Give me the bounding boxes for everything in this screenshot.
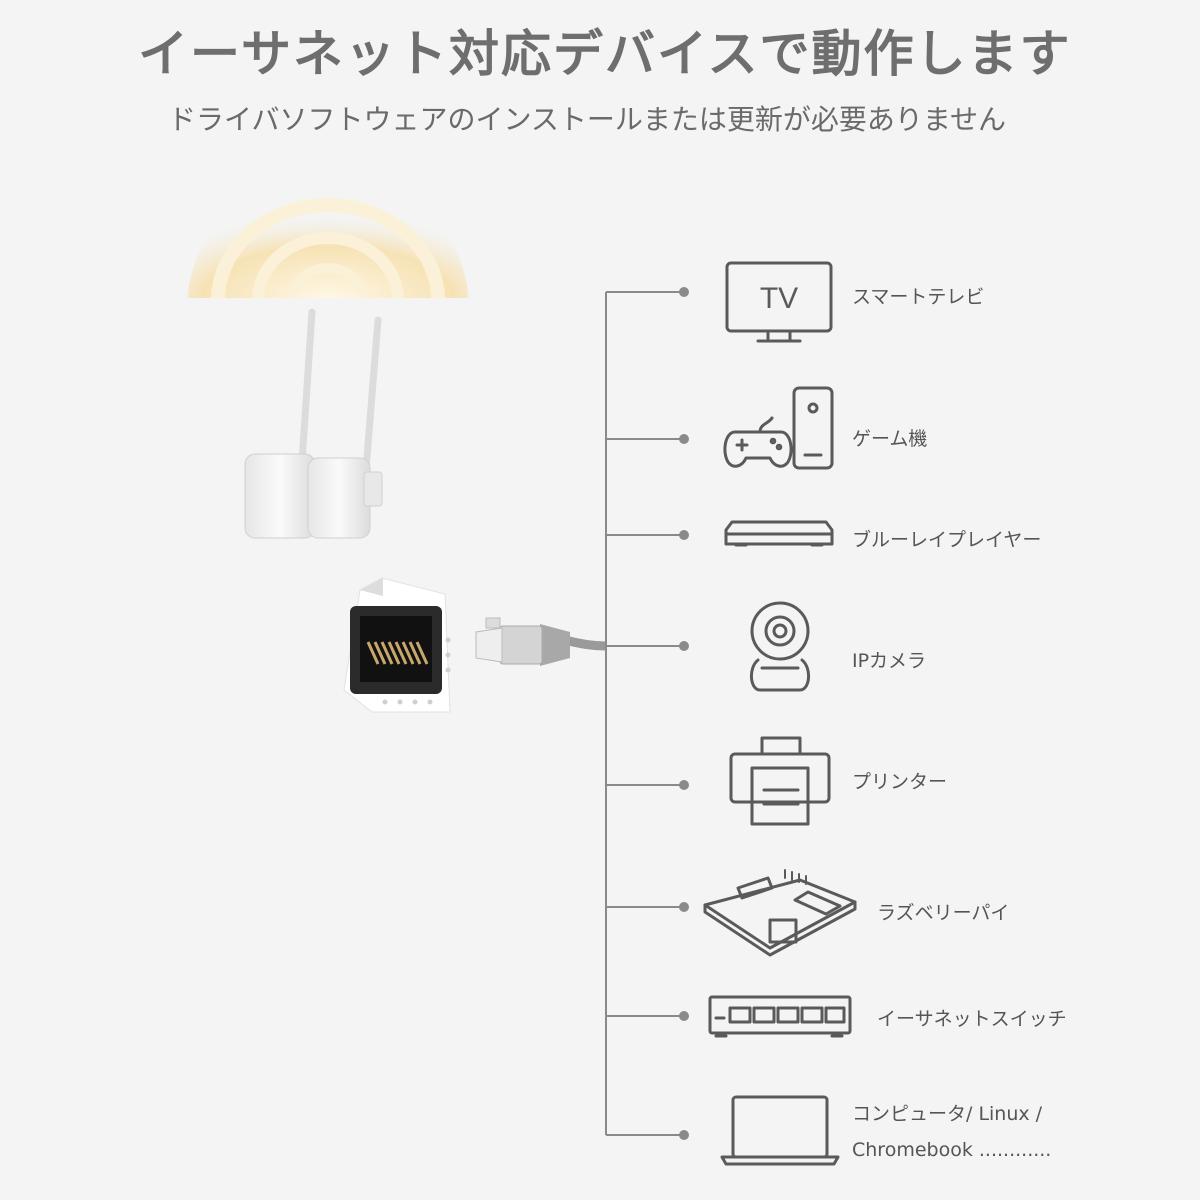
raspberry-pi-icon xyxy=(703,869,857,957)
wifi-router-icon xyxy=(180,180,480,539)
printer-icon xyxy=(729,736,831,826)
ethernet-switch-icon xyxy=(708,995,852,1038)
rj45-connector-icon xyxy=(475,617,607,666)
ethernet-port-icon xyxy=(343,577,451,713)
game-console-icon xyxy=(723,386,834,470)
device-label-tv: スマートテレビ xyxy=(852,286,985,308)
tv-icon-text: TV xyxy=(760,282,798,315)
laptop-icon xyxy=(720,1095,840,1166)
device-label-game: ゲーム機 xyxy=(852,428,928,450)
bluray-player-icon xyxy=(724,520,834,547)
device-label-ipcam: IPカメラ xyxy=(852,650,927,672)
ip-camera-icon xyxy=(750,601,810,692)
device-label-computer: コンピュータ/ Linux / Chromebook ............ xyxy=(852,1103,1052,1161)
device-label-printer: プリンター xyxy=(852,771,948,793)
page-title: イーサネット対応デバイスで動作します xyxy=(138,25,1072,83)
tv-icon: TV xyxy=(725,261,833,343)
branch-lines xyxy=(606,287,689,1140)
device-label-bluray: ブルーレイプレイヤー xyxy=(852,529,1042,551)
page-subtitle: ドライバソフトウェアのインストールまたは更新が必要ありません xyxy=(168,103,1007,136)
device-label-switch: イーサネットスイッチ xyxy=(877,1008,1067,1030)
device-label-raspi: ラズベリーパイ xyxy=(877,902,1010,924)
